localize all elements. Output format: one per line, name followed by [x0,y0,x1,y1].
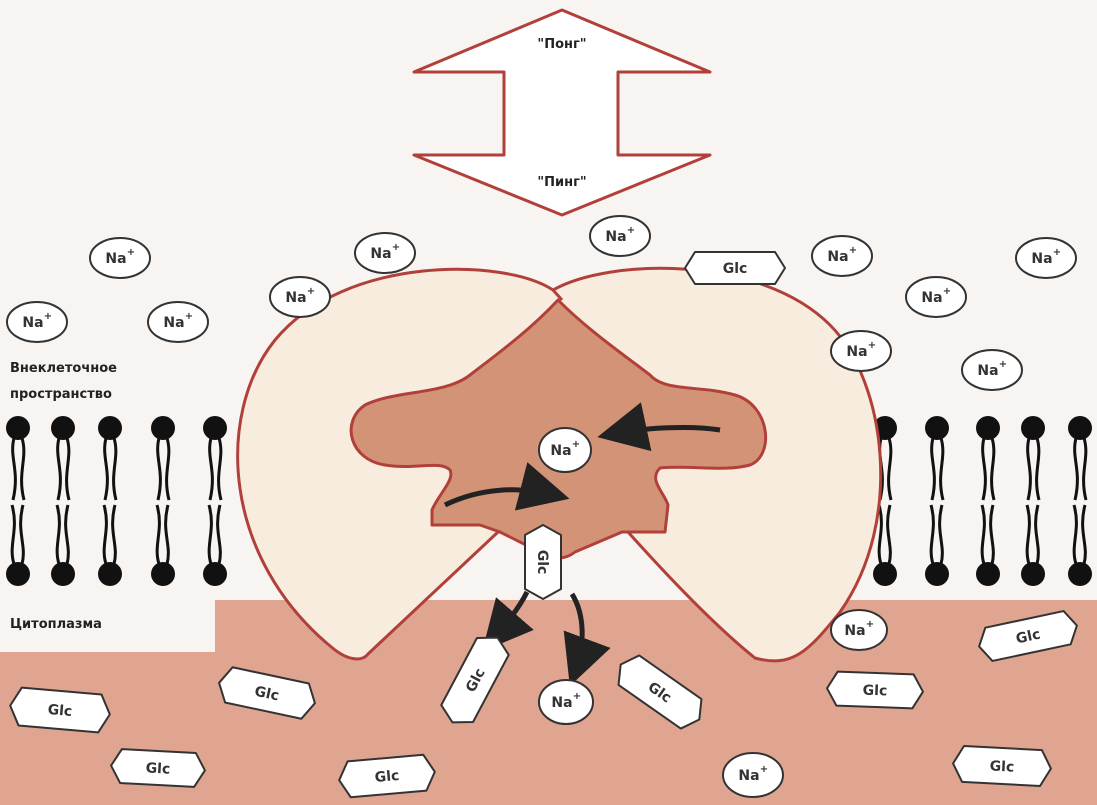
sodium-ion: Na+ [812,236,872,276]
sodium-ion: Na+ [355,233,415,273]
svg-text:+: + [1053,247,1061,258]
svg-text:Glc: Glc [534,550,550,575]
ping-label: "Пинг" [537,175,586,190]
svg-text:+: + [868,340,876,351]
svg-text:+: + [127,247,135,258]
sodium-ion: Na+ [590,216,650,256]
cytoplasm-label: Цитоплазма [10,617,102,632]
svg-text:Glc: Glc [723,261,748,277]
svg-text:+: + [999,359,1007,370]
extracellular-label-line1: Внеклеточное [10,361,117,376]
svg-text:Na: Na [827,249,848,265]
svg-text:Na: Na [1031,251,1052,267]
lipid-molecule [1068,416,1092,500]
svg-text:+: + [44,311,52,322]
svg-text:+: + [627,225,635,236]
svg-text:Glc: Glc [374,768,400,786]
glucose-molecule: Glc [685,252,785,284]
lipid-molecule [1021,416,1045,500]
glucose-molecule: Glc [110,749,206,788]
lipid-molecule [976,416,1000,500]
svg-text:+: + [572,439,580,450]
sodium-ion: Na+ [148,302,208,342]
svg-text:+: + [185,311,193,322]
lipid-molecule [1068,505,1092,586]
sodium-ion: Na+ [90,238,150,278]
svg-text:Na: Na [921,290,942,306]
sodium-ion: Na+ [962,350,1022,390]
svg-text:Na: Na [163,315,184,331]
glucose-molecule: Glc [826,671,923,708]
sodium-ion: Na+ [1016,238,1076,278]
svg-text:Na: Na [22,315,43,331]
lipid-molecule [6,416,30,500]
svg-text:Na: Na [370,246,391,262]
lipid-molecule [151,505,175,586]
lipid-molecule [51,505,75,586]
lipid-molecule [203,505,227,586]
svg-text:Na: Na [846,344,867,360]
sodium-ion: Na+ [831,610,887,650]
sodium-ion: Na+ [7,302,67,342]
glucose-molecule: Glc [525,525,561,599]
glucose-molecule: Glc [952,745,1052,786]
svg-text:Na: Na [285,290,306,306]
lipid-molecule [976,505,1000,586]
lipid-molecule [51,416,75,500]
svg-text:Na: Na [844,623,865,639]
glucose-molecule: Glc [338,754,437,798]
svg-text:Glc: Glc [145,760,170,777]
svg-text:Na: Na [550,443,571,459]
sodium-ion: Na+ [831,331,891,371]
sodium-ion: Na+ [270,277,330,317]
sodium-ion: Na+ [539,428,591,472]
lipid-bilayer-left [6,416,227,586]
svg-text:Na: Na [551,695,572,711]
svg-text:+: + [849,245,857,256]
pong-label: "Понг" [537,37,586,52]
svg-text:Glc: Glc [862,683,887,700]
lipid-molecule [925,505,949,586]
svg-text:Na: Na [105,251,126,267]
svg-text:Na: Na [605,229,626,245]
svg-text:+: + [943,286,951,297]
lipid-molecule [1021,505,1045,586]
lipid-molecule [6,505,30,586]
svg-text:+: + [760,764,768,775]
lipid-molecule [151,416,175,500]
svg-text:+: + [307,286,315,297]
svg-text:+: + [866,619,874,630]
svg-text:Na: Na [738,768,759,784]
lipid-molecule [98,505,122,586]
svg-text:Glc: Glc [47,702,73,720]
sodium-ion: Na+ [723,753,783,797]
extracellular-label-line2: пространство [10,387,112,402]
svg-text:Glc: Glc [989,758,1014,775]
svg-text:+: + [573,691,581,702]
svg-text:+: + [392,242,400,253]
lipid-bilayer-right [873,416,1092,586]
lipid-molecule [98,416,122,500]
sodium-ion: Na+ [906,277,966,317]
lipid-molecule [925,416,949,500]
sodium-ion: Na+ [539,680,593,724]
glucose-molecule: Glc [9,687,112,734]
lipid-molecule [203,416,227,500]
svg-text:Na: Na [977,363,998,379]
